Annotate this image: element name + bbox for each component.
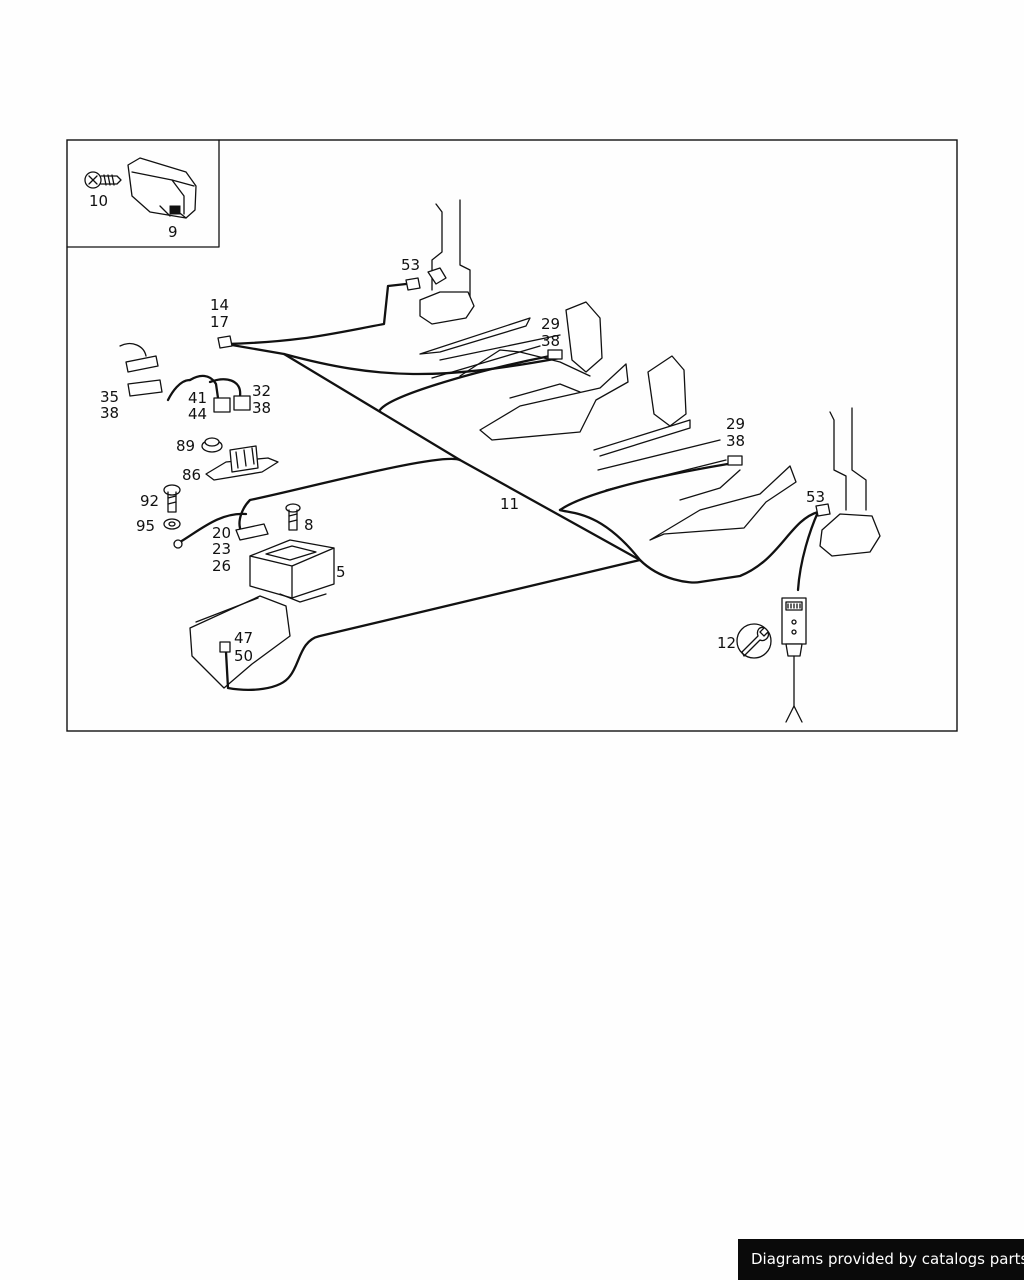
connector-20-23-26 bbox=[235, 523, 269, 541]
callout-29-right: 29 bbox=[726, 415, 745, 433]
diagram-frame bbox=[66, 139, 958, 732]
callout-35: 35 bbox=[100, 388, 119, 406]
callout-89: 89 bbox=[176, 437, 195, 455]
callout-20: 20 bbox=[212, 524, 231, 542]
connector-53-right bbox=[815, 503, 831, 517]
connector-29-38-right bbox=[727, 455, 743, 466]
callout-11: 11 bbox=[500, 495, 519, 513]
callout-50: 50 bbox=[234, 647, 253, 665]
callout-17: 17 bbox=[210, 313, 229, 331]
callout-38-right-buckle: 38 bbox=[726, 432, 745, 450]
callout-29-left: 29 bbox=[541, 315, 560, 333]
washer-part bbox=[163, 518, 181, 530]
connector-32-38 bbox=[233, 395, 251, 411]
callout-41: 41 bbox=[188, 389, 207, 407]
trim-panel-part bbox=[189, 595, 291, 689]
callout-8: 8 bbox=[304, 516, 314, 534]
screw-8-part bbox=[285, 503, 301, 531]
callout-38-left-buckle: 38 bbox=[541, 332, 560, 350]
module-part bbox=[127, 157, 197, 219]
left-pillar bbox=[419, 199, 475, 325]
callout-32: 32 bbox=[252, 382, 271, 400]
ring-terminal bbox=[173, 539, 183, 549]
callout-5: 5 bbox=[336, 563, 346, 581]
bracket-part bbox=[205, 445, 279, 481]
connector-53-left bbox=[405, 277, 421, 291]
connector-35-38 bbox=[119, 342, 163, 397]
inset-label-screw: 10 bbox=[89, 192, 108, 210]
screw-part bbox=[84, 171, 122, 189]
diagram-credit-badge: Diagrams provided by catalogs parts bbox=[738, 1239, 1024, 1280]
callout-95: 95 bbox=[136, 517, 155, 535]
right-pillar bbox=[819, 407, 881, 557]
bolt-part bbox=[163, 484, 181, 513]
right-seat-frame bbox=[593, 355, 797, 541]
wrench-icon bbox=[736, 623, 772, 659]
wiring-harness bbox=[166, 282, 820, 691]
inset-label-module: 9 bbox=[168, 223, 178, 241]
callout-23: 23 bbox=[212, 540, 231, 558]
callout-38-35: 38 bbox=[100, 404, 119, 422]
callout-53-left: 53 bbox=[401, 256, 420, 274]
connector-14-17 bbox=[217, 335, 233, 349]
callout-14: 14 bbox=[210, 296, 229, 314]
callout-44: 44 bbox=[188, 405, 207, 423]
callout-92: 92 bbox=[140, 492, 159, 510]
connector-29-38-left bbox=[547, 349, 563, 360]
callout-47: 47 bbox=[234, 629, 253, 647]
left-seat-frame bbox=[419, 301, 629, 441]
callout-12: 12 bbox=[717, 634, 736, 652]
connector-41-44 bbox=[213, 397, 231, 413]
callout-53-right: 53 bbox=[806, 488, 825, 506]
control-unit-part bbox=[249, 539, 335, 603]
nut-part bbox=[201, 437, 223, 453]
callout-38-32: 38 bbox=[252, 399, 271, 417]
callout-26: 26 bbox=[212, 557, 231, 575]
callout-86: 86 bbox=[182, 466, 201, 484]
inset-frame bbox=[66, 139, 220, 248]
diagnostic-connector bbox=[781, 597, 807, 723]
